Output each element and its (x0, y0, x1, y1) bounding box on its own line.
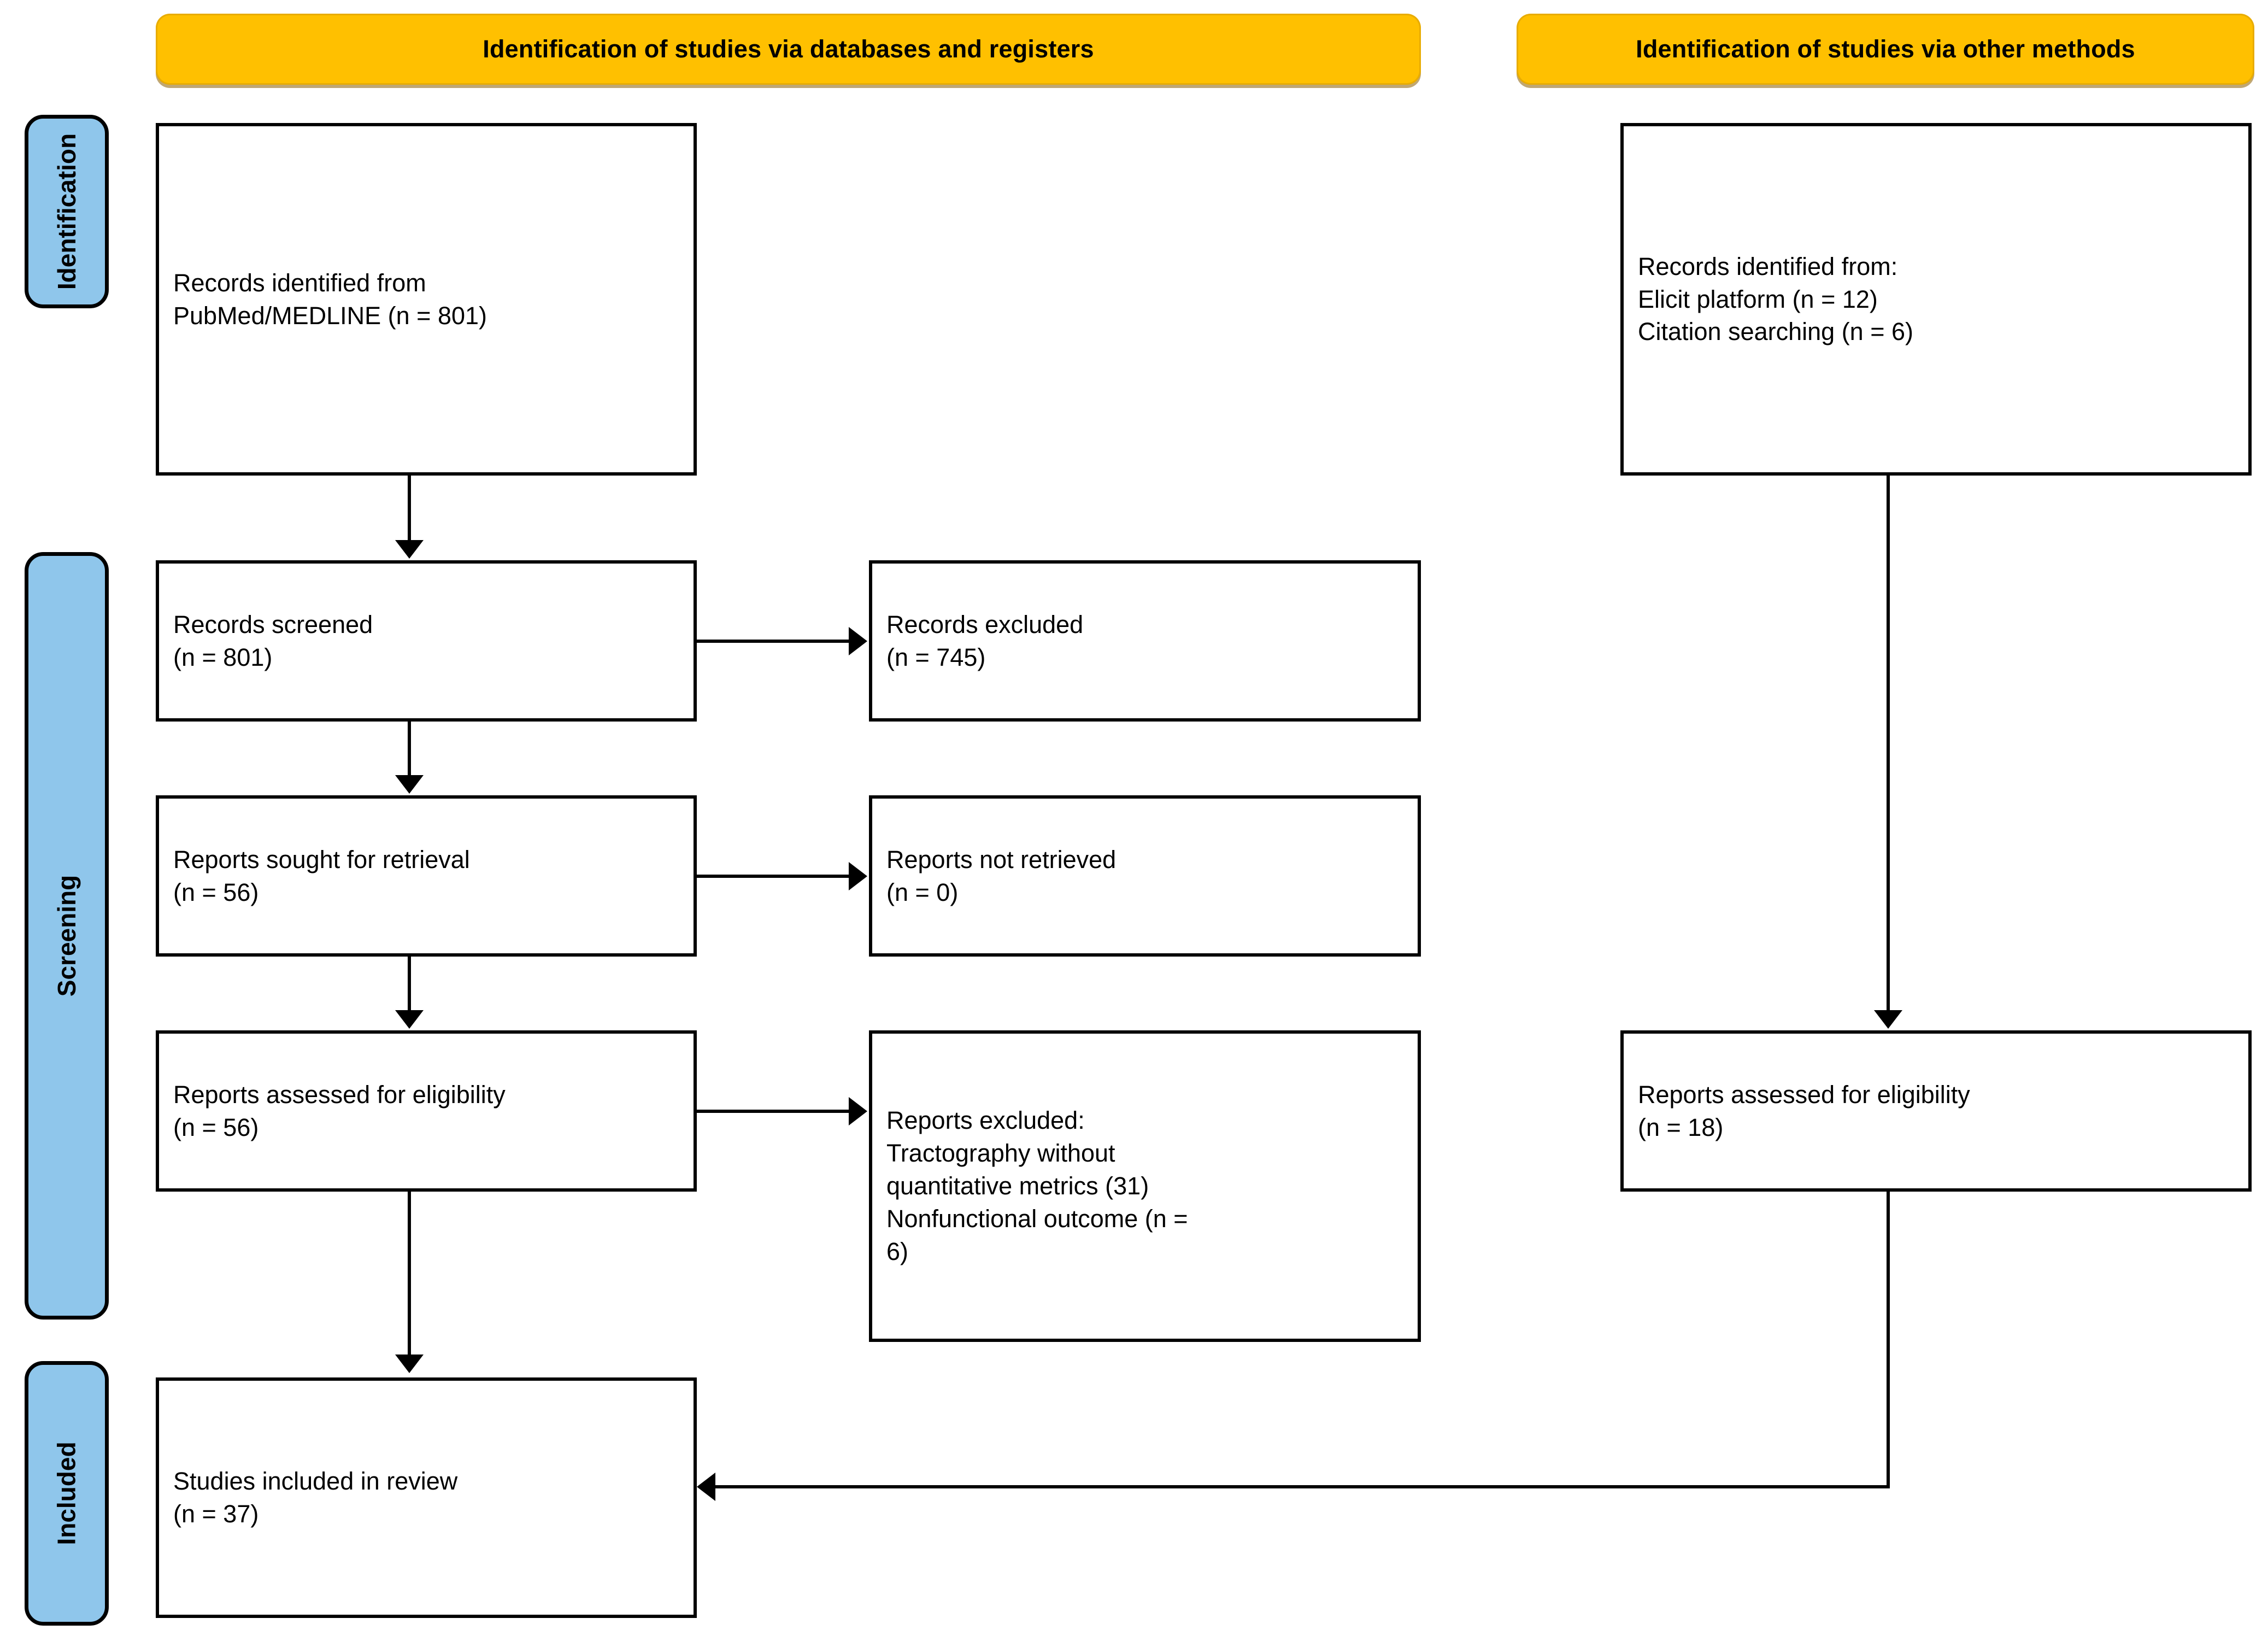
connector-other-identified-to-assessed (1887, 476, 1890, 1011)
banner-databases-registers: Identification of studies via databases … (156, 14, 1421, 85)
stage-label-included: Included (52, 1441, 81, 1545)
connector-sought-to-not-retrieved (697, 875, 850, 878)
connector-assessed-to-reports-excluded (697, 1110, 850, 1113)
box-records-excluded: Records excluded (n = 745) (869, 560, 1421, 722)
connector-identified-to-screened (408, 476, 411, 541)
arrowhead-screened-to-sought (395, 775, 424, 794)
box-studies-included: Studies included in review (n = 37) (156, 1377, 697, 1618)
records-identified-other-text: Records identified from: Elicit platform… (1638, 252, 1914, 346)
arrowhead-other-identified-to-assessed (1874, 1010, 1902, 1029)
box-reports-sought: Reports sought for retrieval (n = 56) (156, 795, 697, 957)
stage-label-identification: Identification (52, 133, 81, 290)
box-records-identified-other: Records identified from: Elicit platform… (1620, 123, 2252, 476)
records-screened-text: Records screened (n = 801) (173, 610, 373, 671)
arrowhead-sought-to-not-retrieved (849, 862, 867, 890)
reports-excluded-text: Reports excluded: Tractography without q… (886, 1106, 1188, 1265)
box-reports-assessed-databases: Reports assessed for eligibility (n = 56… (156, 1030, 697, 1192)
records-identified-db-text: Records identified from PubMed/MEDLINE (… (173, 268, 487, 330)
arrowhead-identified-to-screened (395, 540, 424, 559)
reports-not-retrieved-text: Reports not retrieved (n = 0) (886, 845, 1117, 906)
stage-pill-identification: Identification (25, 115, 109, 308)
reports-assessed-other-text: Reports assessed for eligibility (n = 18… (1638, 1080, 1970, 1141)
reports-sought-text: Reports sought for retrieval (n = 56) (173, 845, 470, 906)
connector-sought-to-assessed (408, 957, 411, 1011)
connector-other-assessed-down (1887, 1192, 1890, 1488)
stage-label-screening: Screening (52, 875, 81, 997)
reports-assessed-db-text: Reports assessed for eligibility (n = 56… (173, 1080, 506, 1141)
box-records-identified-databases: Records identified from PubMed/MEDLINE (… (156, 123, 697, 476)
box-reports-excluded: Reports excluded: Tractography without q… (869, 1030, 1421, 1342)
arrowhead-assessed-to-included (395, 1355, 424, 1373)
banner-databases-label: Identification of studies via databases … (483, 35, 1094, 63)
arrowhead-assessed-to-reports-excluded (849, 1097, 867, 1125)
connector-screened-to-sought (408, 722, 411, 776)
connector-other-assessed-to-included (715, 1485, 1890, 1488)
studies-included-text: Studies included in review (n = 37) (173, 1467, 458, 1528)
stage-pill-included: Included (25, 1361, 109, 1626)
arrowhead-sought-to-assessed (395, 1010, 424, 1029)
arrowhead-screened-to-excluded (849, 627, 867, 655)
stage-pill-screening: Screening (25, 552, 109, 1320)
records-excluded-text: Records excluded (n = 745) (886, 610, 1084, 671)
banner-other-label: Identification of studies via other meth… (1636, 35, 2135, 63)
box-records-screened: Records screened (n = 801) (156, 560, 697, 722)
banner-other-methods: Identification of studies via other meth… (1517, 14, 2254, 85)
connector-screened-to-excluded (697, 640, 850, 643)
box-reports-not-retrieved: Reports not retrieved (n = 0) (869, 795, 1421, 957)
connector-assessed-to-included (408, 1192, 411, 1356)
box-reports-assessed-other: Reports assessed for eligibility (n = 18… (1620, 1030, 2252, 1192)
arrowhead-other-assessed-to-included (697, 1473, 715, 1501)
